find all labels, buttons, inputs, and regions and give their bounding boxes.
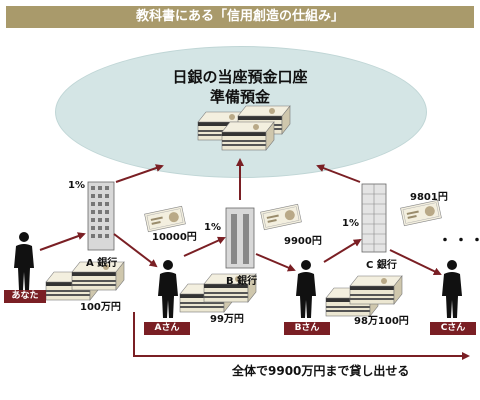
arrow-bank-a-to-central [115, 164, 164, 183]
arrow-person-b-to-bank-c [323, 238, 362, 263]
arrow-you-to-bank-a [39, 232, 86, 251]
arrow-bank-b-to-person-b [255, 253, 296, 272]
person-you-figure [14, 232, 34, 290]
reserve-bills-c [400, 199, 442, 227]
bank-b-building [225, 207, 255, 269]
reserve-deposit-label: 準備預金 [209, 88, 270, 106]
title-bar: 教科書にある「信用創造の仕組み」 [6, 6, 474, 28]
person-b-figure [296, 260, 316, 318]
bank-a-building [87, 181, 115, 251]
bank-a-label: A 銀行 [86, 258, 118, 269]
deposit-amount-you: 100万円 [80, 302, 121, 313]
reserve-rate-a: 1% [68, 180, 85, 191]
reserve-amount-c: 9801円 [410, 192, 448, 203]
arrow-bank-a-to-person-a [113, 233, 158, 268]
summary-text: 全体で9900万円まで貸し出せる [232, 364, 410, 378]
bank-c-building [361, 183, 387, 253]
person-c-figure [442, 260, 462, 318]
person-a-figure [158, 260, 178, 318]
arrow-total-lending [133, 312, 470, 360]
arrow-bank-c-to-central [316, 164, 361, 183]
bank-b-label: B 銀行 [226, 276, 258, 287]
person-a-tag: Aさん [144, 322, 190, 335]
reserve-rate-b: 1% [204, 222, 221, 233]
person-you-tag: あなた [4, 290, 46, 303]
reserve-amount-b: 9900円 [284, 236, 322, 247]
reserve-amount-a: 10000円 [152, 232, 197, 243]
reserve-bills-b [260, 203, 302, 231]
reserve-rate-c: 1% [342, 218, 359, 229]
arrow-bank-c-to-person-c [389, 249, 442, 276]
deposit-stack-b [325, 275, 403, 317]
bank-c-label: C 銀行 [366, 260, 397, 271]
person-b-tag: Bさん [284, 322, 330, 335]
central-bank-label: 日銀の当座預金口座 [172, 68, 308, 86]
deposit-amount-a: 99万円 [210, 314, 244, 325]
continuation-ellipsis: ・・・ [438, 233, 480, 249]
arrow-person-a-to-bank-b [183, 236, 226, 257]
central-bank-money-stack [197, 105, 291, 151]
person-c-tag: Cさん [430, 322, 476, 335]
deposit-amount-b: 98万100円 [354, 316, 409, 327]
